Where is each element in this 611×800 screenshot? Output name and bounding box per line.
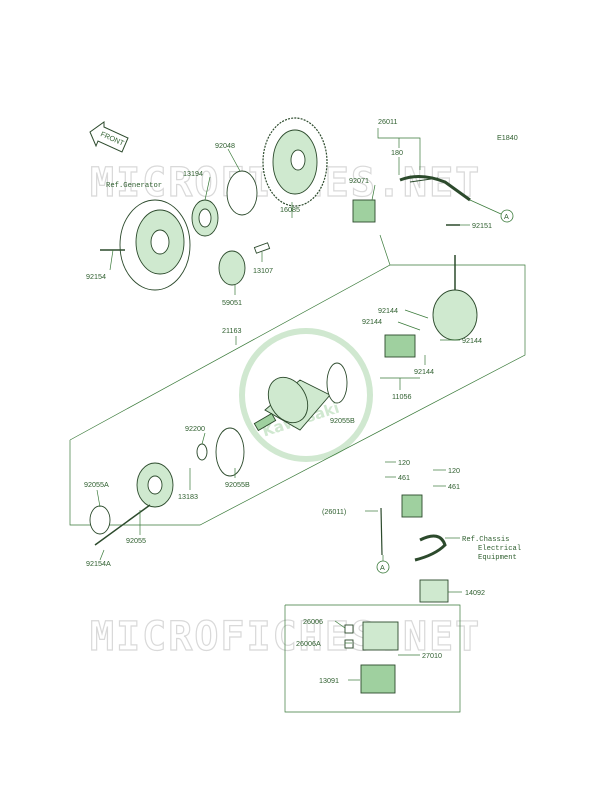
label-92144-d: 92144 [414,367,434,376]
label-26011-paren: (26011) [322,507,346,516]
starter-relay [344,579,449,694]
label-120-a: 120 [398,458,410,467]
label-ref-chassis-3: Equipment [478,554,517,562]
label-120-b: 120 [448,466,460,475]
oring-92055b-upper [326,362,348,404]
oring-92055b-lower [215,427,245,477]
label-92154: 92154 [86,272,106,281]
label-26006a: 26006A [296,639,321,648]
generator-rotor [119,199,191,291]
label-92071: 92071 [349,176,369,185]
label-92154a: 92154A [86,559,111,568]
idler-gear [218,250,246,286]
label-461-a: 461 [398,473,410,482]
label-16085: 16085 [280,205,300,214]
label-92048: 92048 [215,141,235,150]
part-labels: 26011 180 92071 A 92151 92048 13194 Ref.… [84,117,521,685]
shaft-13107 [253,242,271,254]
watermark-bottom: MICROFICHES.NET [90,614,481,660]
front-arrow-icon: FRONT [89,121,129,153]
label-13194: 13194 [183,169,203,178]
relay-group-frame [284,604,461,713]
label-92055b-a: 92055B [330,416,355,425]
leader-lines [96,128,502,681]
label-ref-chassis-2: Electrical [478,545,521,553]
label-26006: 26006 [303,617,323,626]
starter-motor [253,376,331,432]
lower-cable [380,494,447,562]
label-ref-chassis-1: Ref.Chassis [462,536,509,544]
ref-a-top-circle [500,209,514,223]
starter-clutch [191,199,219,237]
label-26011-top: 26011 [378,117,397,126]
bolt-92154a [94,504,151,546]
label-ref-generator: Ref.Generator [106,182,162,190]
label-92200: 92200 [185,424,205,433]
frame-leader [379,234,391,266]
label-13107: 13107 [253,266,273,275]
label-180: 180 [391,148,403,157]
label-461-b: 461 [448,482,460,491]
gear-16085 [262,117,328,207]
label-ref-a-bottom: A [380,563,385,572]
label-92151: 92151 [472,221,492,230]
label-92144-a: 92144 [378,306,398,315]
label-27010: 27010 [422,651,442,660]
ring-92048 [226,170,258,216]
label-59051: 59051 [222,298,242,307]
label-11056: 11056 [392,392,411,401]
label-ref-a-top: A [504,212,509,221]
brush-holder [384,255,478,358]
label-92055b-b: 92055B [225,480,250,489]
washer-92200 [196,443,208,461]
oring-92055a [89,505,111,535]
label-21163: 21163 [222,326,241,335]
label-92055: 92055 [126,536,146,545]
end-cover [136,462,174,508]
label-92144-c: 92144 [462,336,482,345]
label-13183: 13183 [178,492,198,501]
label-92144-b: 92144 [362,317,382,326]
label-14092: 14092 [465,588,485,597]
label-13091: 13091 [319,676,339,685]
cable-26011 [352,175,471,223]
diagram-code: E1840 [497,133,518,142]
label-92055a: 92055A [84,480,109,489]
